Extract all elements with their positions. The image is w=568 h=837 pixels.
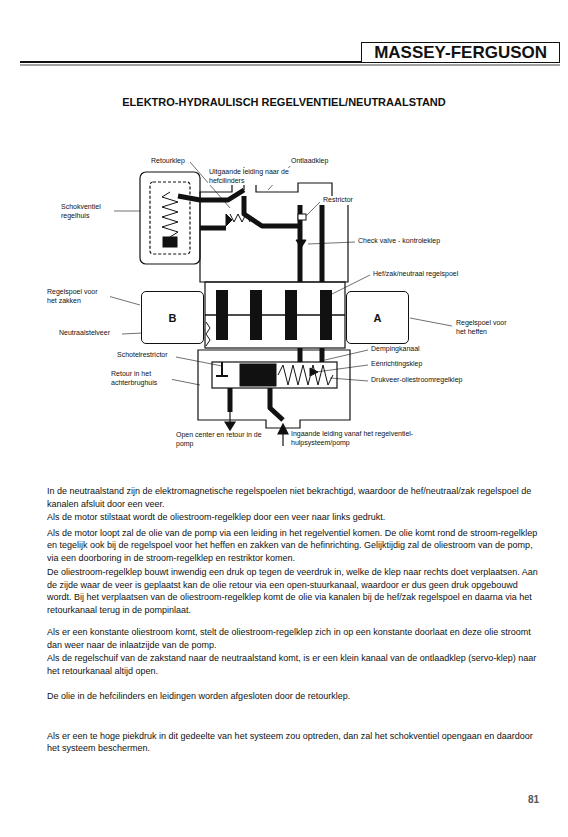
return-valve [230, 214, 250, 222]
leader-lines [316, 365, 368, 372]
flow-control-valve [240, 364, 276, 386]
port-arrows [278, 424, 288, 434]
callout-label: Regelspoel voor het heffen [455, 319, 519, 336]
oil-passages [320, 348, 325, 362]
valve-housing [140, 172, 200, 264]
flow-control-valve [216, 362, 333, 386]
callout-label: Ontlaadklep [290, 157, 329, 166]
control-spool [216, 290, 228, 340]
callout-label: Dempingkanaal [370, 345, 421, 354]
leader-lines [108, 296, 140, 305]
body-paragraph: De olie in de hefcilinders en leidingen … [47, 690, 539, 703]
body-paragraph: Als de regelschuif van de zakstand naar … [47, 652, 539, 677]
callout-label: Open center en retour in de pomp [175, 431, 277, 448]
callout-label: Regelspoel voor het zakken [46, 288, 110, 305]
body-paragraph: In de neutraalstand zijn de elektromagne… [47, 485, 539, 510]
callout-label: Retourklep [150, 157, 186, 166]
neutral-spring [206, 322, 210, 346]
leader-lines [170, 379, 200, 385]
leader-lines [306, 202, 320, 216]
page-title: ELEKTRO-HYDRAULISCH REGELVENTIEL/NEUTRAA… [0, 96, 568, 108]
control-spool [285, 290, 297, 340]
shock-valve-spring [162, 192, 178, 247]
callout-label: Hef/zak/neutraal regelspoel [372, 270, 459, 279]
leader-lines [330, 378, 368, 381]
coil-letter: B [169, 312, 177, 324]
valve-housing [198, 350, 350, 428]
callout-label: Restrictor [322, 196, 354, 205]
callout-label: Ingaande leiding vanaf het regelventiel-… [290, 430, 432, 447]
shock-valve-spring [163, 237, 177, 247]
brand-header-box: MASSEY-FERGUSON [361, 42, 560, 62]
valve-housing [205, 282, 345, 348]
callout-label: Retour in het achterbrughuis [110, 370, 172, 387]
return-valve [226, 214, 232, 226]
solenoid-coil: B [141, 291, 204, 344]
brand-name: MASSEY-FERGUSON [374, 44, 547, 62]
oil-passages [298, 348, 303, 362]
callout-label: Schokventiel regelhuis [60, 203, 114, 220]
port-arrows [225, 168, 288, 446]
return-valve [226, 214, 306, 248]
flow-control-valve [216, 362, 228, 376]
leader-lines [112, 211, 140, 212]
callout-label: Drukveer-oliestroomregelklep [370, 376, 463, 385]
header-rule [20, 65, 560, 66]
oil-passages [228, 388, 233, 412]
valve-housing [200, 176, 348, 282]
neutral-spring [206, 322, 210, 346]
callout-label: Check valve - kontroleklep [357, 237, 441, 246]
shock-valve-spring [162, 192, 178, 237]
body-text-block: In de neutraalstand zijn de elektromagne… [47, 481, 539, 755]
callout-label: Uitgaande leiding naar de hefcilinders [208, 168, 290, 185]
control-spool [216, 290, 332, 340]
body-paragraph: Als de motor stilstaat wordt de oliestro… [47, 511, 539, 524]
valve-housing [150, 182, 190, 254]
control-spool [250, 290, 262, 340]
oil-passages [200, 226, 226, 231]
callout-label: Neutraalstelveer [58, 329, 111, 338]
control-spool [320, 290, 332, 340]
page-number: 81 [528, 794, 539, 805]
oil-passages [244, 196, 300, 226]
body-paragraph: Als er een te hoge piekdruk in dit gedee… [47, 730, 539, 755]
oil-passages [178, 190, 244, 200]
header-rule [20, 62, 560, 65]
return-valve [296, 240, 306, 248]
leader-lines [308, 242, 355, 244]
body-paragraph: Als er een konstante oliestroom komt, st… [47, 626, 539, 651]
port-arrows [225, 422, 235, 430]
coil-letter: A [374, 312, 382, 324]
valve-housing [140, 172, 350, 428]
body-paragraph: Als de motor loopt zal de olie van de po… [47, 527, 539, 565]
callout-label: Eénrichtingsklep [370, 360, 423, 369]
oil-passages [270, 388, 283, 420]
body-paragraph: De oliestroom-regelklep bouwt inwendig e… [47, 566, 539, 616]
flow-control-valve [278, 365, 333, 385]
solenoid-coil: A [346, 291, 409, 344]
leader-lines [410, 318, 452, 326]
leader-lines [325, 350, 368, 360]
valve-housing [212, 362, 337, 388]
leader-lines [176, 357, 222, 366]
callout-label: Schotelrestrictor [116, 351, 169, 360]
return-valve [298, 214, 306, 220]
